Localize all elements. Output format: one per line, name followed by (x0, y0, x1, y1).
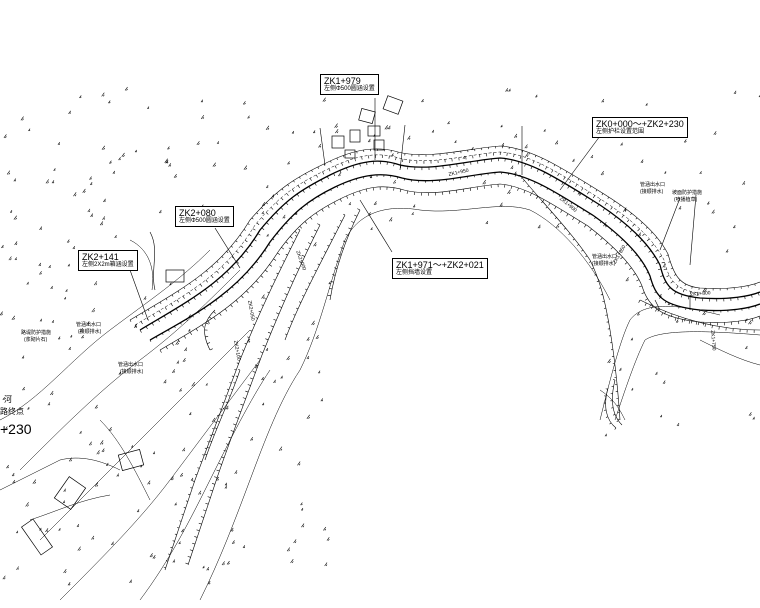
callout-zk1-971-2021: ZK1+971～+ZK2+021 左侧挡墙设置 (392, 258, 488, 279)
callout-note: 左侧挡墙设置 (396, 270, 433, 276)
note-right-2: 坡面防护措施 (672, 190, 703, 196)
buildings (21, 95, 404, 556)
note-right-3b: (接顺排水) (592, 261, 616, 267)
callout-title: ZK1+979 (324, 76, 361, 86)
note-left-3b: (接顺排水) (120, 369, 144, 375)
left-edge-line1: 河 (4, 395, 12, 404)
callout-note: 左侧护栏设置范围 (596, 129, 645, 135)
terrain-contours (0, 206, 760, 601)
callout-zk0-000-2230: ZK0+000～+ZK2+230 左侧护栏设置范围 (592, 117, 688, 138)
road-edges (129, 145, 760, 351)
note-left-3: 管涵出水口 (118, 362, 144, 368)
note-right-1: 管涵出水口 (640, 182, 666, 188)
leader-lines (129, 98, 697, 321)
callout-title: ZK2+080 (179, 208, 216, 218)
note-right-1b: (接顺排水) (640, 189, 664, 195)
note-left-2: 管涵出水口 (76, 322, 102, 328)
survey-points (0, 86, 760, 586)
callout-title: ZK0+000～+ZK2+230 (596, 119, 684, 129)
callout-note: 左侧2X2m箱涵设置 (82, 262, 134, 268)
callout-note: 左侧Φ500圆涵设置 (179, 218, 230, 224)
callout-zk1-979: ZK1+979 左侧Φ500圆涵设置 (320, 74, 379, 95)
left-edge-station: +230 (0, 421, 32, 437)
note-right-2b: (喷播植草) (674, 197, 698, 203)
note-right-3: 管涵出水口 (592, 254, 618, 260)
callout-zk2-141: ZK2+141 左侧2X2m箱涵设置 (78, 250, 138, 271)
left-edge-line2: 路终点 (0, 407, 24, 416)
callout-note: 左侧Φ500圆涵设置 (324, 86, 375, 92)
north-scale-marks (654, 295, 691, 311)
note-left-1b: (浆砌片石) (24, 337, 48, 343)
callout-title: ZK2+141 (82, 252, 119, 262)
note-left-2b: (接顺排水) (78, 329, 102, 335)
callout-title: ZK1+971～+ZK2+021 (396, 260, 484, 270)
callout-zk2-080: ZK2+080 左侧Φ500圆涵设置 (175, 206, 234, 227)
slope-ticks (129, 146, 760, 569)
slope-lines (164, 174, 760, 571)
note-left-1: 路堤防护措施 (21, 330, 52, 336)
